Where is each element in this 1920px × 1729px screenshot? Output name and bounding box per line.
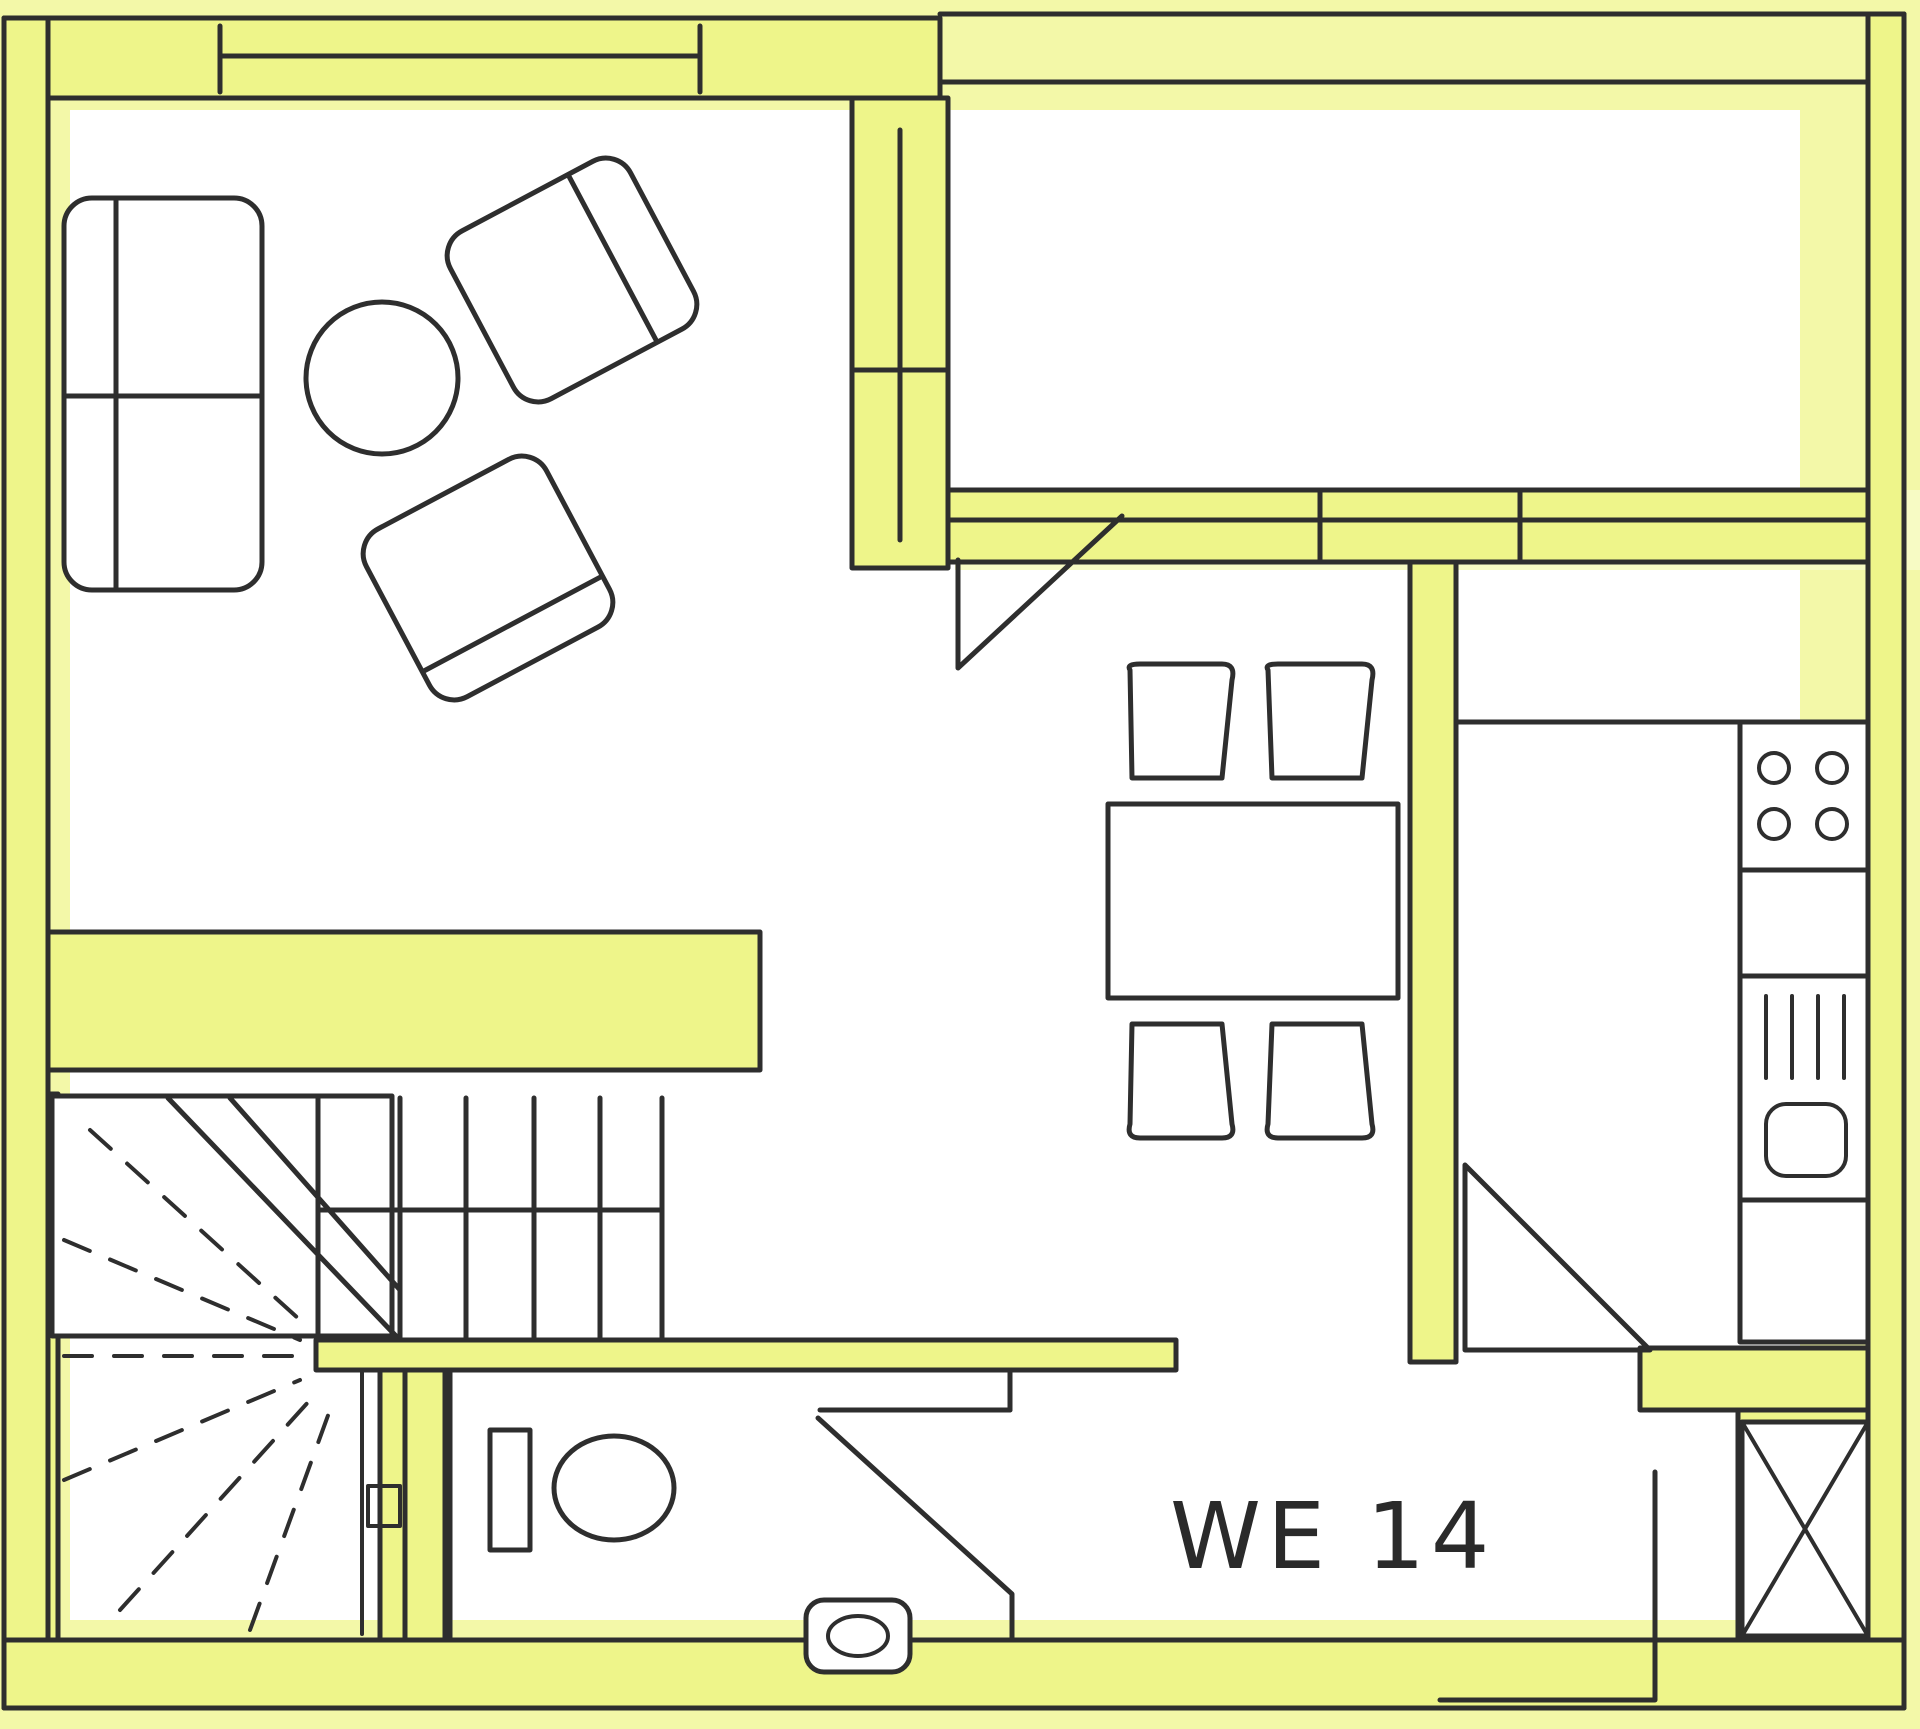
- armchair-icon: [360, 453, 616, 703]
- dining-furniture: [1105, 661, 1401, 1141]
- sink-icon: [1764, 994, 1848, 1178]
- wc: [487, 1427, 913, 1675]
- toilet-cistern-icon: [487, 1427, 533, 1553]
- living-room-furniture: [61, 155, 700, 703]
- door-swing-icon: [1437, 1469, 1658, 1703]
- chair-icon: [1264, 1021, 1376, 1141]
- door-swing-icon: [1462, 1162, 1653, 1353]
- stove-icon: [1757, 751, 1849, 841]
- sofa-icon: [61, 195, 265, 593]
- doors: [815, 513, 1658, 1703]
- unit-label: WE 14: [1170, 1483, 1495, 1590]
- door-swing-icon: [815, 1415, 1015, 1643]
- door-swing-icon: [955, 513, 1125, 671]
- armchair-icon: [444, 155, 700, 405]
- exterior-walls: [1, 11, 1907, 1711]
- kitchen: [1453, 719, 1871, 1345]
- chair-icon: [1126, 661, 1236, 781]
- round-table-icon: [303, 299, 461, 457]
- staircase-icon: [49, 1093, 665, 1636]
- chair-icon: [1264, 661, 1376, 781]
- dining-table-icon: [1105, 801, 1401, 1001]
- balcony-walls: [849, 95, 1871, 571]
- washbasin-icon: [803, 1597, 913, 1675]
- chair-icon: [1126, 1021, 1236, 1141]
- shower-icon: [1739, 1419, 1871, 1639]
- toilet-icon: [551, 1433, 677, 1543]
